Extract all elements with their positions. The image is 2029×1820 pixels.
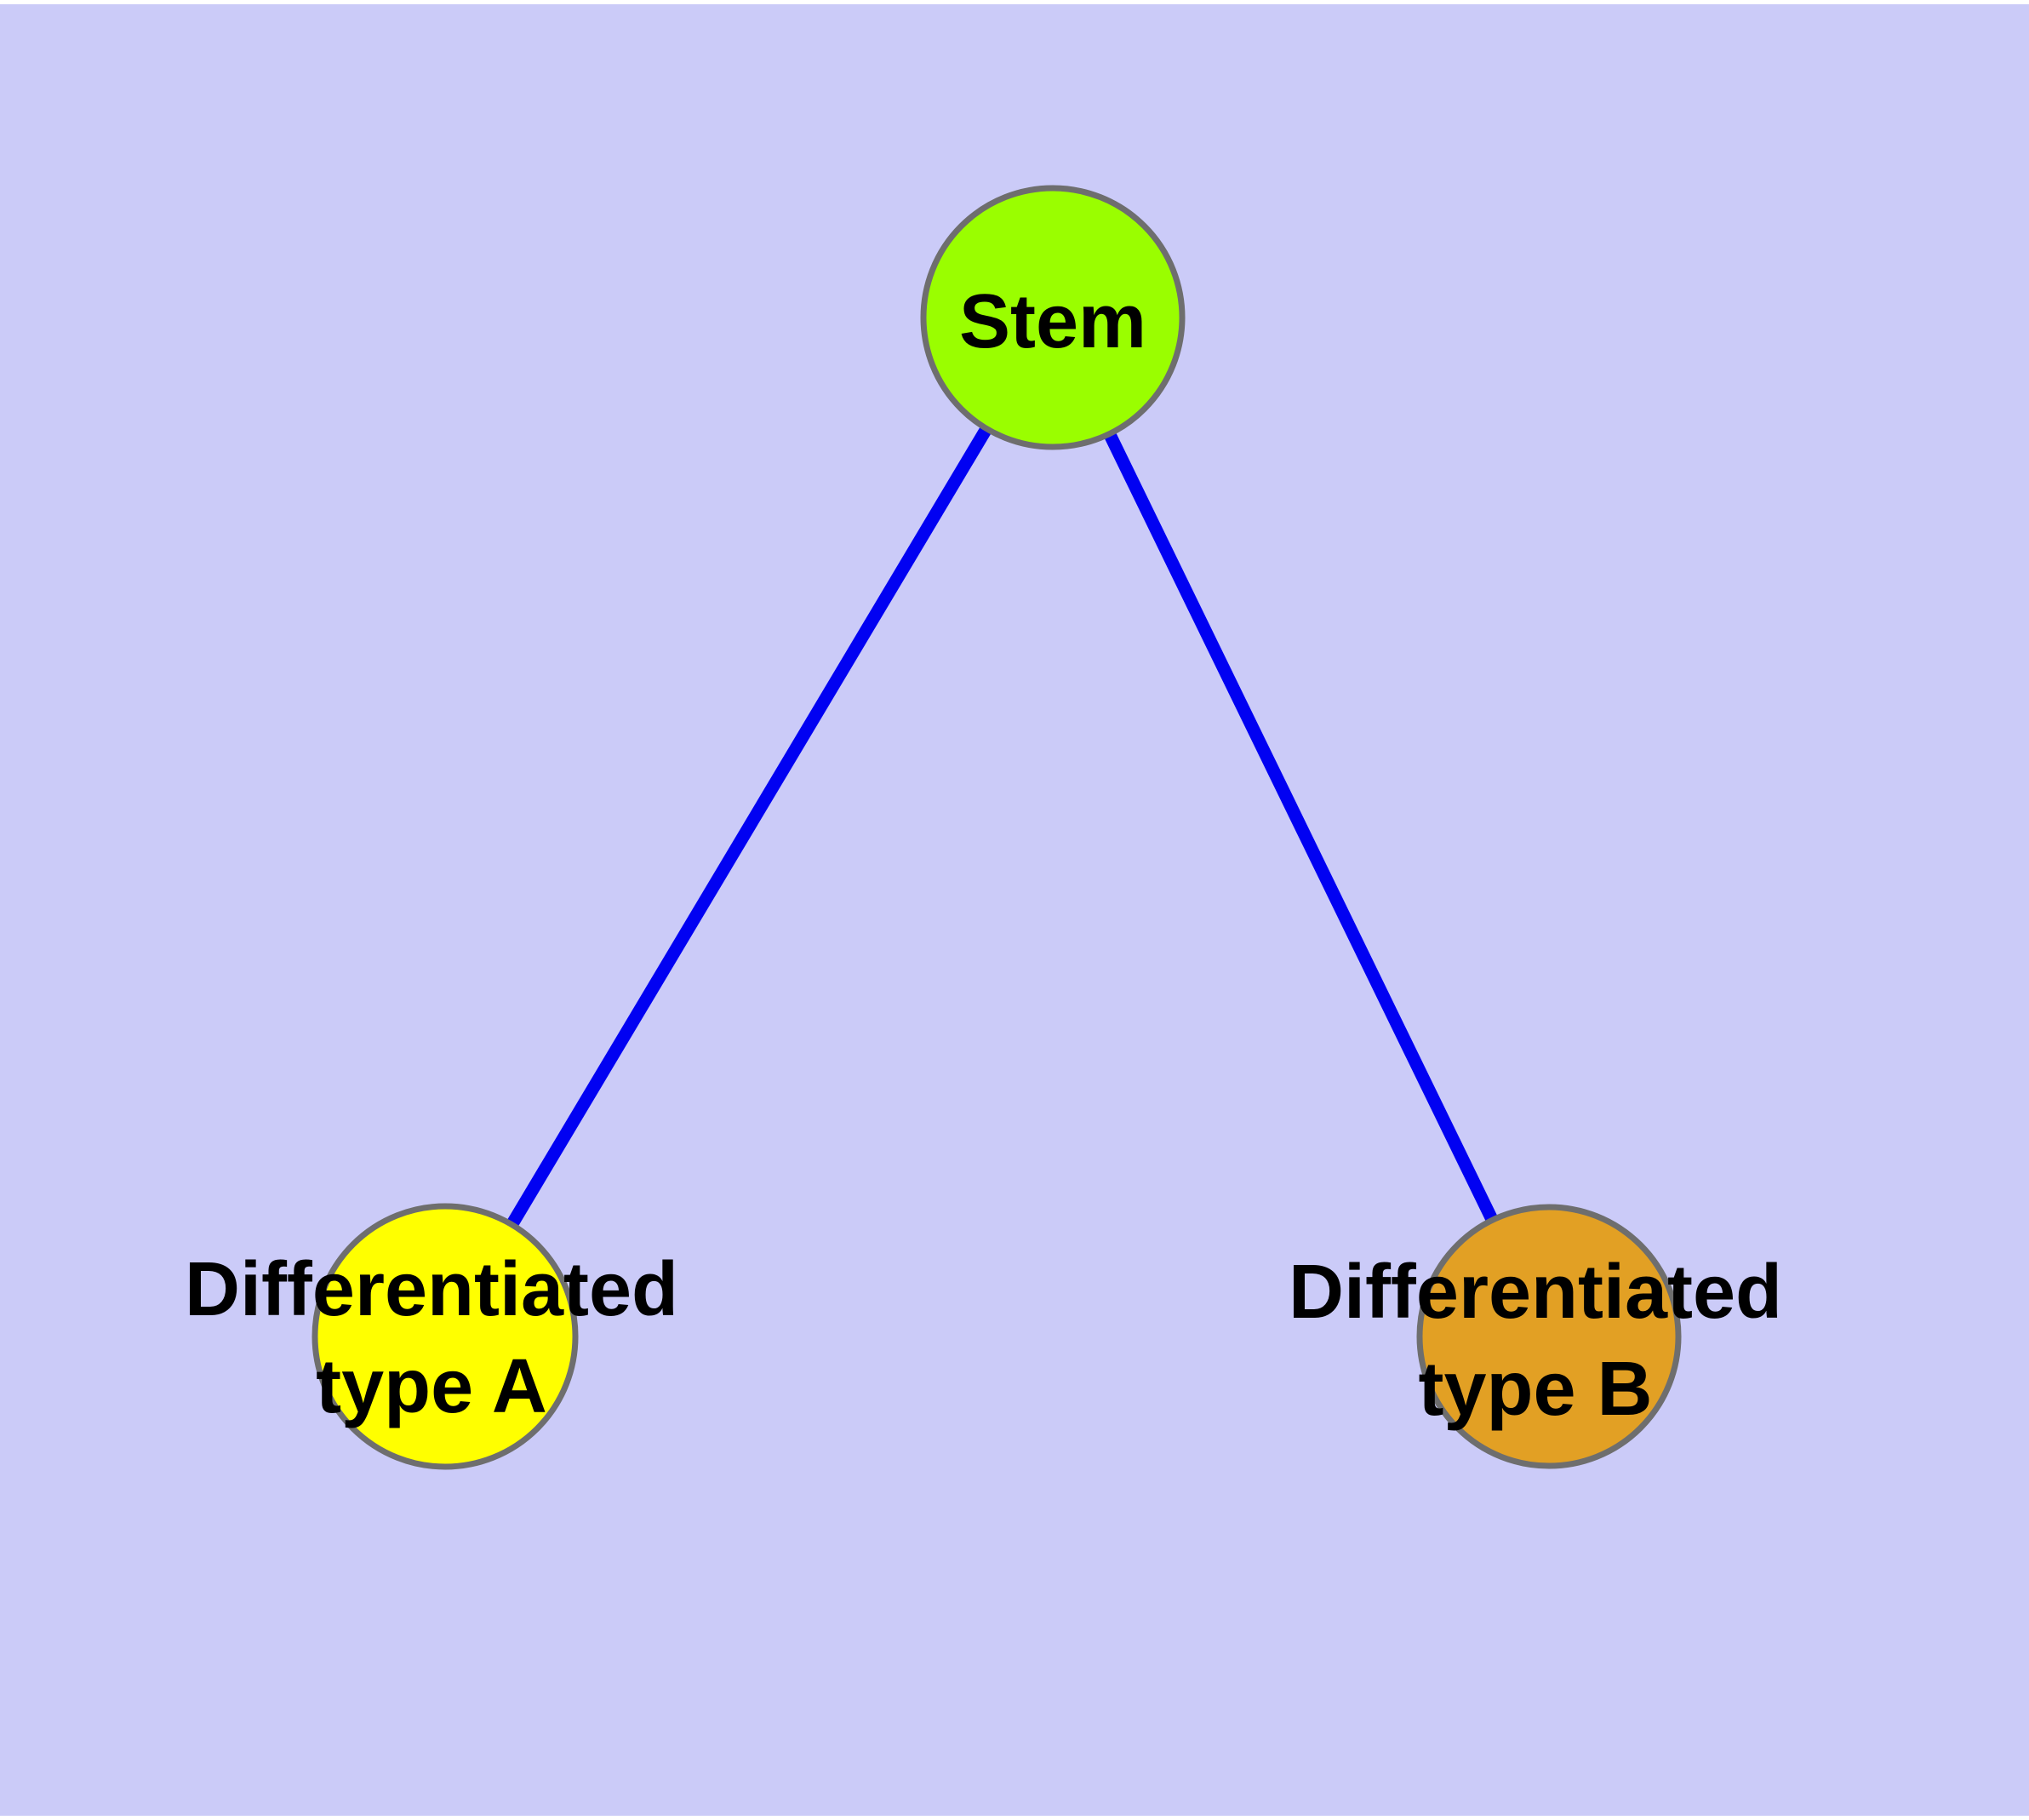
edge-stem-to-type-b — [1047, 314, 1555, 1340]
node-stem-circle — [920, 185, 1186, 450]
edge-stem-to-type-a — [439, 314, 1059, 1340]
node-differentiated-type-b-label-line2: type B — [1418, 1347, 1652, 1432]
node-differentiated-type-b-circle — [1416, 1204, 1682, 1469]
node-differentiated-type-b-label-line1: Differentiated — [1289, 1250, 1782, 1335]
node-stem-label: Stem — [959, 279, 1146, 364]
node-differentiated-type-a-circle — [311, 1203, 579, 1470]
node-differentiated-type-a-label-line2: type A — [316, 1344, 547, 1429]
node-differentiated-type-a-label-line1: Differentiated — [185, 1247, 678, 1332]
